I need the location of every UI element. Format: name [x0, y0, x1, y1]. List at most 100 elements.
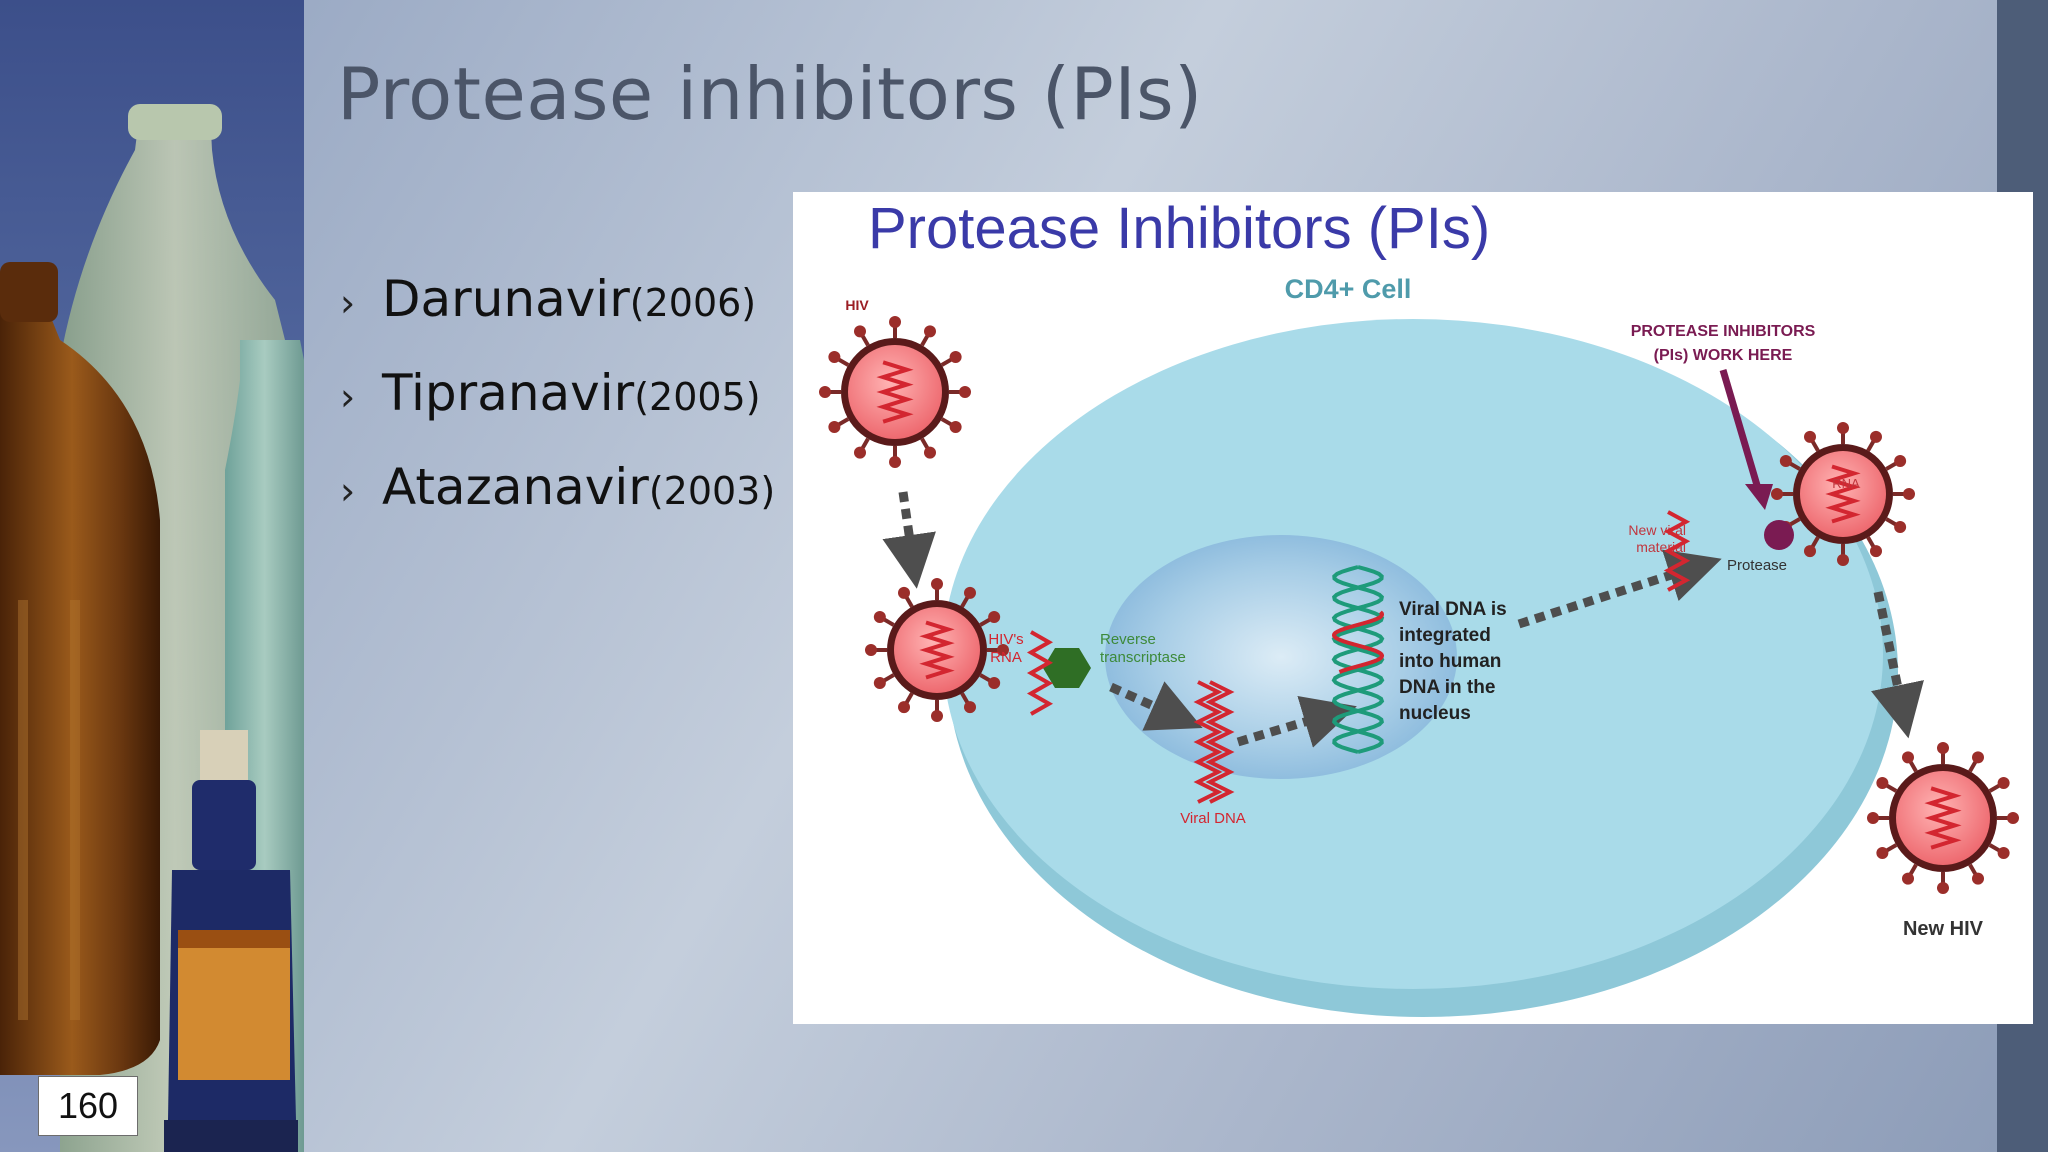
- virus-core: [894, 607, 980, 693]
- virus-spike-knob: [854, 325, 866, 338]
- list-item: › Tipranavir (2005): [340, 364, 775, 458]
- attaching-virus: [865, 578, 1009, 722]
- chevron-right-icon: ›: [340, 375, 356, 419]
- list-item: › Atazanavir (2003): [340, 458, 775, 552]
- rna-label: RNA: [1832, 476, 1860, 491]
- approval-year: (2003): [648, 469, 776, 513]
- virus-spike-knob: [1870, 545, 1882, 558]
- virus-spike-knob: [931, 710, 943, 722]
- virus-spike-knob: [924, 325, 936, 338]
- virus-spike-knob: [949, 421, 962, 433]
- virus-spike-knob: [1894, 521, 1907, 533]
- nucleus-text: nucleus: [1399, 703, 1471, 724]
- virus-spike-knob: [1876, 777, 1889, 789]
- strand-layer: [1026, 510, 1691, 804]
- hiv-rna-label: HIV's: [988, 631, 1023, 648]
- virus-spike-knob: [1771, 488, 1783, 500]
- pi-diagram: Protease Inhibitors (PIs) CD4+ Cell HIV …: [793, 192, 2033, 1024]
- new-hiv-label: New HIV: [1903, 918, 1984, 940]
- viral-dna-strand: [1193, 680, 1223, 804]
- reverse-transcriptase-label: Reverse: [1100, 631, 1156, 648]
- virus-spike-knob: [2007, 812, 2019, 824]
- virus-spike-knob: [1903, 488, 1915, 500]
- virus-spike-knob: [854, 446, 866, 459]
- virus-spike-knob: [924, 446, 936, 459]
- virus-spike-knob: [889, 316, 901, 328]
- virus-spike-knob: [959, 386, 971, 398]
- list-item: › Darunavir (2006): [340, 270, 775, 364]
- budding-virus: [1771, 422, 1915, 566]
- bottles-illustration: [0, 104, 304, 1152]
- drug-name: Darunavir: [382, 270, 630, 328]
- pi-callout-label: PROTEASE INHIBITORS: [1631, 323, 1816, 340]
- virus-spike-knob: [1804, 545, 1816, 558]
- virus-spike-knob: [828, 421, 841, 433]
- hiv-rna-strand: [1026, 630, 1054, 716]
- nucleus-text: DNA in the: [1399, 677, 1495, 698]
- cell-label: CD4+ Cell: [1285, 274, 1412, 304]
- pi-callout-arrow: [1719, 369, 1773, 510]
- virus-spike-knob: [1837, 554, 1849, 566]
- chevron-right-icon: ›: [340, 469, 356, 513]
- viral-rna-strand: [876, 360, 914, 424]
- virus-spike-knob: [1902, 751, 1914, 764]
- human-dna-strand: [1331, 565, 1385, 754]
- virus-spike-knob: [1894, 455, 1907, 467]
- chevron-right-icon: ›: [340, 281, 356, 325]
- virus-spike-knob: [865, 644, 877, 656]
- virus-spike-knob: [1997, 847, 2010, 859]
- diagram-title: Protease Inhibitors (PIs): [868, 196, 1490, 261]
- virus-spike-knob: [1937, 882, 1949, 894]
- pi-callout-label: (PIs) WORK HERE: [1654, 347, 1793, 364]
- approval-year: (2005): [634, 375, 761, 419]
- protease-label: Protease: [1727, 557, 1787, 574]
- virus-spike-knob: [931, 578, 943, 590]
- page-number: 160: [38, 1076, 138, 1136]
- new-viral-material-strand: [1663, 510, 1691, 592]
- virus-spike-knob: [1870, 430, 1882, 443]
- virus-spike-knob: [964, 701, 976, 714]
- slide-title: Protease inhibitors (PIs): [337, 52, 1203, 136]
- new-hiv-virus: [1867, 742, 2019, 894]
- virus-core: [1800, 451, 1886, 537]
- virus-spike-knob: [889, 456, 901, 468]
- virus-spike-knob: [964, 586, 976, 599]
- virus-spike-knob: [898, 586, 910, 599]
- virus-spike-knob: [988, 611, 1001, 623]
- reverse-transcriptase-enzyme: [1043, 648, 1091, 688]
- virus-spike-knob: [1876, 847, 1889, 859]
- virus-spike-knob: [988, 677, 1001, 689]
- nucleus-text: integrated: [1399, 625, 1491, 646]
- hiv-rna-label: RNA: [990, 649, 1022, 666]
- virus-spike-knob: [898, 701, 910, 714]
- rt-arrow: [1109, 681, 1203, 731]
- virus-spike-knob: [1902, 872, 1914, 885]
- virus-spike-knob: [1997, 777, 2010, 789]
- budding-arrow: [1871, 591, 1924, 739]
- virus-spike-knob: [1937, 742, 1949, 754]
- virus-spike-knob: [949, 351, 962, 363]
- viral-rna-strand: [1924, 786, 1962, 850]
- virus-spike-knob: [1837, 422, 1849, 434]
- virus-spike-knob: [1779, 455, 1792, 467]
- virus-spike-knob: [1804, 430, 1816, 443]
- integrated-viral-dna-strand: [1331, 610, 1385, 674]
- virus-spike-knob: [997, 644, 1009, 656]
- protease-enzyme: [1764, 520, 1794, 550]
- process-arrows: [882, 491, 1924, 748]
- hiv-virus: [819, 316, 971, 468]
- virus-spike-knob: [828, 351, 841, 363]
- entry-arrow: [882, 491, 936, 589]
- virus-spike-knob: [1867, 812, 1879, 824]
- virus-layer: [819, 316, 2019, 894]
- nucleus-text: Viral DNA is: [1399, 599, 1507, 620]
- virus-core: [1896, 771, 1990, 865]
- approval-year: (2006): [629, 281, 757, 325]
- drug-name: Atazanavir: [382, 458, 649, 516]
- nucleus-text: into human: [1399, 651, 1501, 672]
- reverse-transcriptase-label: transcriptase: [1100, 649, 1186, 666]
- viral-dna-strand: [1205, 680, 1235, 804]
- virus-spike-knob: [873, 677, 886, 689]
- viral-rna-strand: [919, 620, 955, 680]
- virus-spike-knob: [873, 611, 886, 623]
